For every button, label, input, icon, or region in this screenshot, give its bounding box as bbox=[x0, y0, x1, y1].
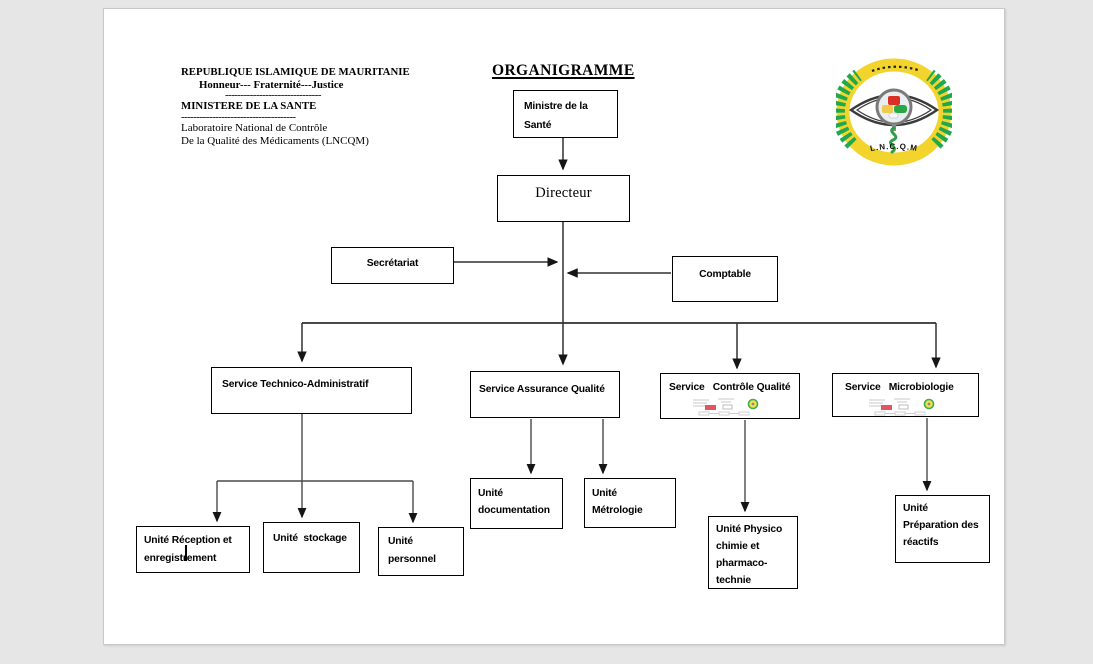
org-node-service-technico-administratif[interactable]: Service Technico-Administratif bbox=[211, 367, 412, 414]
org-node-service-controle-qualite[interactable]: Service Contrôle Qualité bbox=[660, 373, 800, 419]
thumbnail-red-mark bbox=[705, 405, 716, 410]
letterhead-divider: ------------------------------- bbox=[225, 89, 321, 101]
letterhead: REPUBLIQUE ISLAMIQUE DE MAURITANIE Honne… bbox=[181, 66, 431, 148]
org-node-metrologie-label: Unité Métrologie bbox=[592, 488, 643, 516]
org-node-service-assurance-qualite[interactable]: Service Assurance Qualité bbox=[470, 371, 620, 418]
org-node-controle-label: Service Contrôle Qualité bbox=[669, 382, 791, 393]
org-node-secretariat-label: Secrétariat bbox=[366, 258, 419, 269]
org-node-reception-label: Unité Réception et enregistrement bbox=[144, 535, 232, 564]
org-node-documentation-label: Unité documentation bbox=[478, 488, 550, 516]
letterhead-lab-line1: Laboratoire National de Contrôle bbox=[181, 121, 328, 134]
letterhead-ministry: MINISTERE DE LA SANTE bbox=[181, 100, 317, 112]
org-node-unite-personnel[interactable]: Unité personnel bbox=[378, 527, 464, 576]
org-node-ministre-label: Ministre de la Santé bbox=[524, 101, 588, 131]
org-node-service-microbiologie[interactable]: Service Microbiologie bbox=[832, 373, 979, 417]
letterhead-lab-line2: De la Qualité des Médicaments (LNCQM) bbox=[181, 134, 369, 147]
org-node-unite-documentation[interactable]: Unité documentation bbox=[470, 478, 563, 529]
org-node-unite-metrologie[interactable]: Unité Métrologie bbox=[584, 478, 676, 528]
org-node-unite-reception[interactable]: Unité Réception et enregistrement bbox=[136, 526, 250, 573]
embedded-document-thumbnail bbox=[869, 398, 935, 416]
embedded-document-thumbnail bbox=[693, 398, 759, 416]
org-node-directeur[interactable]: Directeur bbox=[497, 175, 630, 222]
org-node-microbiologie-label: Service Microbiologie bbox=[845, 382, 954, 393]
page-title: ORGANIGRAMME bbox=[492, 62, 635, 79]
org-node-technico-label: Service Technico-Administratif bbox=[222, 379, 369, 390]
text-cursor bbox=[185, 545, 187, 561]
org-node-physico-label: Unité Physico chimie et pharmaco- techni… bbox=[716, 524, 783, 586]
letterhead-country: REPUBLIQUE ISLAMIQUE DE MAURITANIE bbox=[181, 66, 410, 78]
letterhead-divider: ------------------------------------- bbox=[181, 110, 296, 123]
org-node-directeur-label: Directeur bbox=[535, 185, 592, 201]
org-node-comptable-label: Comptable bbox=[699, 269, 751, 280]
letterhead-motto: Honneur--- Fraternité---Justice bbox=[199, 78, 344, 91]
org-node-preparation-label: Unité Préparation des réactifs bbox=[903, 503, 979, 548]
org-node-assurance-label: Service Assurance Qualité bbox=[479, 384, 605, 395]
thumbnail-red-mark bbox=[881, 405, 892, 410]
org-node-secretariat[interactable]: Secrétariat bbox=[331, 247, 454, 284]
org-node-unite-physico-chimie[interactable]: Unité Physico chimie et pharmaco- techni… bbox=[708, 516, 798, 589]
org-node-stockage-label: Unité stockage bbox=[273, 533, 347, 544]
org-node-personnel-label: Unité personnel bbox=[388, 536, 436, 565]
org-node-unite-stockage[interactable]: Unité stockage bbox=[263, 522, 360, 573]
org-node-ministre[interactable]: Ministre de la Santé bbox=[513, 90, 618, 138]
org-node-unite-preparation-reactifs[interactable]: Unité Préparation des réactifs bbox=[895, 495, 990, 563]
org-node-comptable[interactable]: Comptable bbox=[672, 256, 778, 302]
